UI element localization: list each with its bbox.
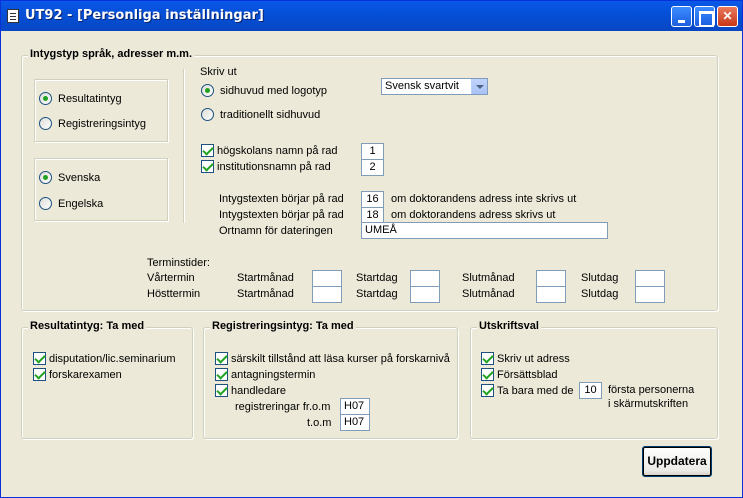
- person-count-note-1: första personerna: [608, 384, 695, 396]
- ht-slutmanad-input[interactable]: [536, 286, 566, 303]
- vt-startmanad-input[interactable]: [312, 270, 342, 287]
- close-button[interactable]: ✕: [717, 6, 738, 27]
- school-name-row-input[interactable]: 1: [361, 143, 384, 160]
- person-count-input[interactable]: 10: [579, 382, 602, 399]
- ht-startmanad-label: Startmånad: [237, 288, 294, 300]
- certtype-box: [34, 79, 168, 142]
- ht-startdag-input[interactable]: [410, 286, 440, 303]
- place-label: Ortnamn för dateringen: [219, 225, 333, 237]
- terms-label: Terminstider:: [147, 257, 210, 269]
- check-sarskilt-tillstand[interactable]: [215, 352, 228, 365]
- vertical-divider: [183, 69, 184, 223]
- radio-sidhuvud-logotyp[interactable]: [201, 84, 214, 97]
- print-style-value: Svensk svartvit: [385, 80, 459, 92]
- result-group: Resultatintyg: Ta med: [21, 320, 193, 439]
- registration-from-label: registreringar fr.o.m: [235, 401, 331, 413]
- registration-group-legend: Registreringsintyg: Ta med: [210, 320, 356, 332]
- radio-engelska[interactable]: [39, 197, 52, 210]
- check-school-name[interactable]: [201, 144, 214, 157]
- check-school-name-label: högskolans namn på rad: [217, 145, 338, 157]
- registration-group: Registreringsintyg: Ta med: [203, 320, 458, 439]
- start-row-input-2[interactable]: 18: [361, 207, 384, 224]
- start-row-note-1: om doktorandens adress inte skrivs ut: [391, 193, 577, 205]
- window-title: UT92 - [Personliga inställningar]: [25, 8, 264, 23]
- check-sarskilt-tillstand-label: särskilt tillstånd att läsa kurser på fo…: [231, 353, 450, 365]
- vt-slutmanad-input[interactable]: [536, 270, 566, 287]
- check-skriv-ut-adress[interactable]: [481, 352, 494, 365]
- check-handledare-label: handledare: [231, 385, 287, 397]
- vt-slutmanad-label: Slutmånad: [462, 272, 515, 284]
- institution-name-row-input[interactable]: 2: [361, 159, 384, 176]
- output-group-legend: Utskriftsval: [477, 320, 541, 332]
- main-settings-group: Intygstyp språk, adresser m.m.: [21, 48, 718, 311]
- close-x-icon: ✕: [722, 9, 733, 23]
- check-institution-name-label: institutionsnamn på rad: [217, 161, 331, 173]
- check-forskarexamen[interactable]: [33, 368, 46, 381]
- registration-from-input[interactable]: H07: [340, 398, 370, 415]
- check-forsattsblad-label: Försättsblad: [497, 369, 558, 381]
- title-bar[interactable]: UT92 - [Personliga inställningar] ✕: [1, 1, 742, 31]
- radio-traditionellt-sidhuvud-label: traditionellt sidhuvud: [220, 109, 321, 121]
- start-row-label-1: Intygstexten börjar på rad: [219, 193, 344, 205]
- check-forskarexamen-label: forskarexamen: [49, 369, 122, 381]
- ht-startmanad-input[interactable]: [312, 286, 342, 303]
- term-row-vartermin: Vårtermin: [147, 272, 195, 284]
- radio-svenska[interactable]: [39, 171, 52, 184]
- radio-engelska-label: Engelska: [58, 198, 104, 210]
- radio-sidhuvud-logotyp-label: sidhuvud med logotyp: [220, 85, 328, 97]
- radio-resultatintyg[interactable]: [39, 92, 52, 105]
- person-count-note-2: i skärmutskriften: [608, 398, 689, 410]
- check-handledare[interactable]: [215, 384, 228, 397]
- ht-slutmanad-label: Slutmånad: [462, 288, 515, 300]
- minimize-button[interactable]: [671, 6, 692, 27]
- check-antagningstermin[interactable]: [215, 368, 228, 381]
- term-row-hosttermin: Hösttermin: [147, 288, 201, 300]
- radio-svenska-label: Svenska: [58, 172, 101, 184]
- radio-registreringsintyg-label: Registreringsintyg: [58, 118, 147, 130]
- check-skriv-ut-adress-label: Skriv ut adress: [497, 353, 570, 365]
- ht-slutdag-label: Slutdag: [581, 288, 619, 300]
- ht-startdag-label: Startdag: [356, 288, 398, 300]
- start-row-input-1[interactable]: 16: [361, 191, 384, 208]
- radio-registreringsintyg[interactable]: [39, 117, 52, 130]
- radio-traditionellt-sidhuvud[interactable]: [201, 108, 214, 121]
- vt-slutdag-input[interactable]: [635, 270, 665, 287]
- check-forsattsblad[interactable]: [481, 368, 494, 381]
- result-group-legend: Resultatintyg: Ta med: [28, 320, 147, 332]
- print-style-select[interactable]: Svensk svartvit: [381, 78, 488, 95]
- language-box: [34, 158, 168, 221]
- start-row-label-2: Intygstexten börjar på rad: [219, 209, 344, 221]
- update-button[interactable]: Uppdatera: [642, 446, 712, 477]
- output-group: Utskriftsval: [470, 320, 718, 439]
- check-institution-name[interactable]: [201, 160, 214, 173]
- check-ta-bara-med[interactable]: [481, 384, 494, 397]
- check-disputation[interactable]: [33, 352, 46, 365]
- chevron-down-icon[interactable]: [471, 79, 487, 94]
- registration-to-label: t.o.m: [307, 417, 332, 429]
- vt-startdag-input[interactable]: [410, 270, 440, 287]
- client-area: Intygstyp språk, adresser m.m. Resultati…: [4, 31, 739, 496]
- vt-startmanad-label: Startmånad: [237, 272, 294, 284]
- vt-startdag-label: Startdag: [356, 272, 398, 284]
- registration-to-input[interactable]: H07: [340, 414, 370, 431]
- radio-resultatintyg-label: Resultatintyg: [58, 93, 122, 105]
- maximize-button[interactable]: [694, 6, 715, 27]
- vt-slutdag-label: Slutdag: [581, 272, 619, 284]
- place-input[interactable]: UMEÅ: [361, 222, 608, 239]
- check-antagningstermin-label: antagningstermin: [231, 369, 316, 381]
- print-heading: Skriv ut: [200, 66, 237, 78]
- app-document-icon[interactable]: [7, 9, 19, 23]
- ht-slutdag-input[interactable]: [635, 286, 665, 303]
- check-disputation-label: disputation/lic.seminarium: [49, 353, 176, 365]
- start-row-note-2: om doktorandens adress skrivs ut: [391, 209, 556, 221]
- main-settings-legend: Intygstyp språk, adresser m.m.: [28, 48, 195, 60]
- check-ta-bara-med-label: Ta bara med de: [497, 385, 574, 397]
